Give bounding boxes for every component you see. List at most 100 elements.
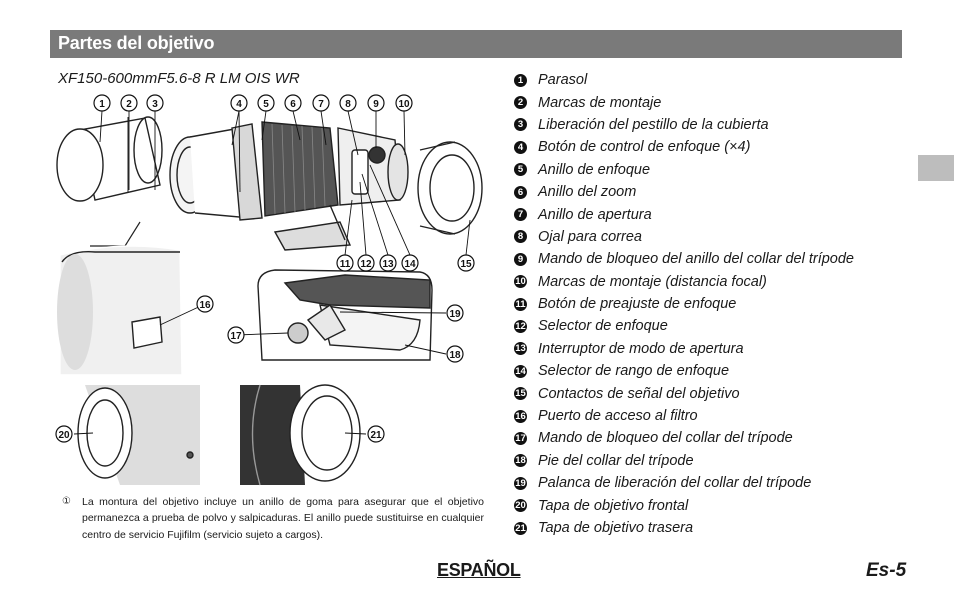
lens-model-name: XF150-600mmF5.6-8 R LM OIS WR [58,70,300,87]
list-item: 18 Pie del collar del trípode [514,450,904,472]
svg-text:16: 16 [199,300,211,311]
footnote-mark: ① [62,496,71,507]
part-number-badge: 1 [514,73,527,87]
svg-text:8: 8 [345,99,351,110]
part-label: Marcas de montaje [538,94,662,111]
callout-markers: 1 2 3 4 5 6 7 8 9 10 11 12 13 14 15 16 1… [55,94,475,443]
part-number-badge: 21 [514,521,527,535]
list-item: 4 Botón de control de enfoque (×4) [514,136,904,158]
language-side-tab [918,155,954,181]
callout-2: 2 [120,94,138,112]
part-number-badge: 12 [514,319,527,333]
part-label: Tapa de objetivo trasera [538,520,694,536]
svg-text:14: 14 [404,259,416,270]
svg-text:18: 18 [449,350,461,361]
svg-text:13: 13 [382,259,394,270]
part-label: Pie del collar del trípode [538,452,694,469]
callout-1: 1 [93,94,111,112]
part-label: Ojal para correa [538,228,642,245]
list-item: 6 Anillo del zoom [514,181,904,203]
part-label: Parasol [538,72,588,89]
part-number-badge: 7 [514,208,527,222]
svg-text:17: 17 [230,331,242,342]
list-item: 20 Tapa de objetivo frontal [514,494,904,516]
part-label: Anillo del zoom [538,184,637,201]
list-item: 21 Tapa de objetivo trasera [514,517,904,539]
part-label: Selector de rango de enfoque [538,363,730,380]
svg-text:12: 12 [360,259,372,270]
lens-parts-illustration: 1 2 3 4 5 6 7 8 9 10 11 12 13 14 15 16 1… [55,94,483,486]
part-label: Mando de bloqueo del anillo del collar d… [538,251,854,268]
list-item: 15 Contactos de señal del objetivo [514,382,904,404]
part-number-badge: 11 [514,297,527,311]
svg-text:6: 6 [290,99,296,110]
part-number-badge: 9 [514,252,527,266]
footnote: ① La montura del objetivo incluye un ani… [62,494,484,543]
svg-text:11: 11 [340,259,351,270]
list-item: 9 Mando de bloqueo del anillo del collar … [514,248,904,270]
part-number-badge: 3 [514,118,527,132]
callout-4: 4 [230,94,248,112]
part-number-badge: 4 [514,140,527,154]
svg-text:10: 10 [398,99,410,110]
callout-16: 16 [196,295,214,313]
svg-text:19: 19 [449,309,461,320]
callout-21: 21 [367,425,385,443]
part-label: Selector de enfoque [538,318,668,335]
svg-text:21: 21 [370,430,382,441]
list-item: 3 Liberación del pestillo de la cubierta [514,114,904,136]
section-header: Partes del objetivo [50,30,902,58]
list-item: 19 Palanca de liberación del collar del t… [514,472,904,494]
part-number-badge: 13 [514,342,527,356]
svg-text:9: 9 [373,99,379,110]
part-label: Anillo de enfoque [538,161,651,178]
footnote-text: La montura del objetivo incluye un anill… [82,496,484,541]
callout-13: 13 [379,254,397,272]
callout-19: 19 [446,304,464,322]
callout-5: 5 [257,94,275,112]
svg-text:15: 15 [460,259,472,270]
part-label: Botón de control de enfoque (×4) [538,139,751,156]
list-item: 11 Botón de preajuste de enfoque [514,293,904,315]
callout-7: 7 [312,94,330,112]
part-label: Tapa de objetivo frontal [538,497,689,514]
part-label: Contactos de señal del objetivo [538,385,740,402]
callout-18: 18 [446,345,464,363]
section-title: Partes del objetivo [58,33,215,53]
list-item: 7 Anillo de apertura [514,203,904,225]
callout-8: 8 [339,94,357,112]
part-number-badge: 17 [514,431,527,445]
part-number-badge: 2 [514,96,527,110]
svg-text:1: 1 [99,99,105,110]
part-label: Mando de bloqueo del collar del trípode [538,430,793,447]
part-number-badge: 20 [514,499,527,513]
part-label: Botón de preajuste de enfoque [538,296,737,313]
parts-list: 1 Parasol 2 Marcas de montaje 3 Liberación de… [514,69,904,539]
page-number: Es-5 [866,560,907,581]
list-item: 2 Marcas de montaje [514,91,904,113]
part-number-badge: 16 [514,409,527,423]
list-item: 12 Selector de enfoque [514,315,904,337]
part-number-badge: 15 [514,387,527,401]
callout-12: 12 [357,254,375,272]
part-number-badge: 6 [514,185,527,199]
callout-9: 9 [367,94,385,112]
svg-text:2: 2 [126,99,132,110]
part-label: Anillo de apertura [538,206,652,223]
callout-11: 11 [336,254,354,272]
callout-17: 17 [227,326,245,344]
callout-6: 6 [284,94,302,112]
part-label: Palanca de liberación del collar del trí… [538,475,812,492]
part-label: Marcas de montaje (distancia focal) [538,273,767,290]
part-number-badge: 18 [514,454,527,468]
part-number-badge: 19 [514,476,527,490]
callout-10: 10 [395,94,413,112]
svg-text:5: 5 [263,99,269,110]
part-label: Liberación del pestillo de la cubierta [538,116,769,133]
